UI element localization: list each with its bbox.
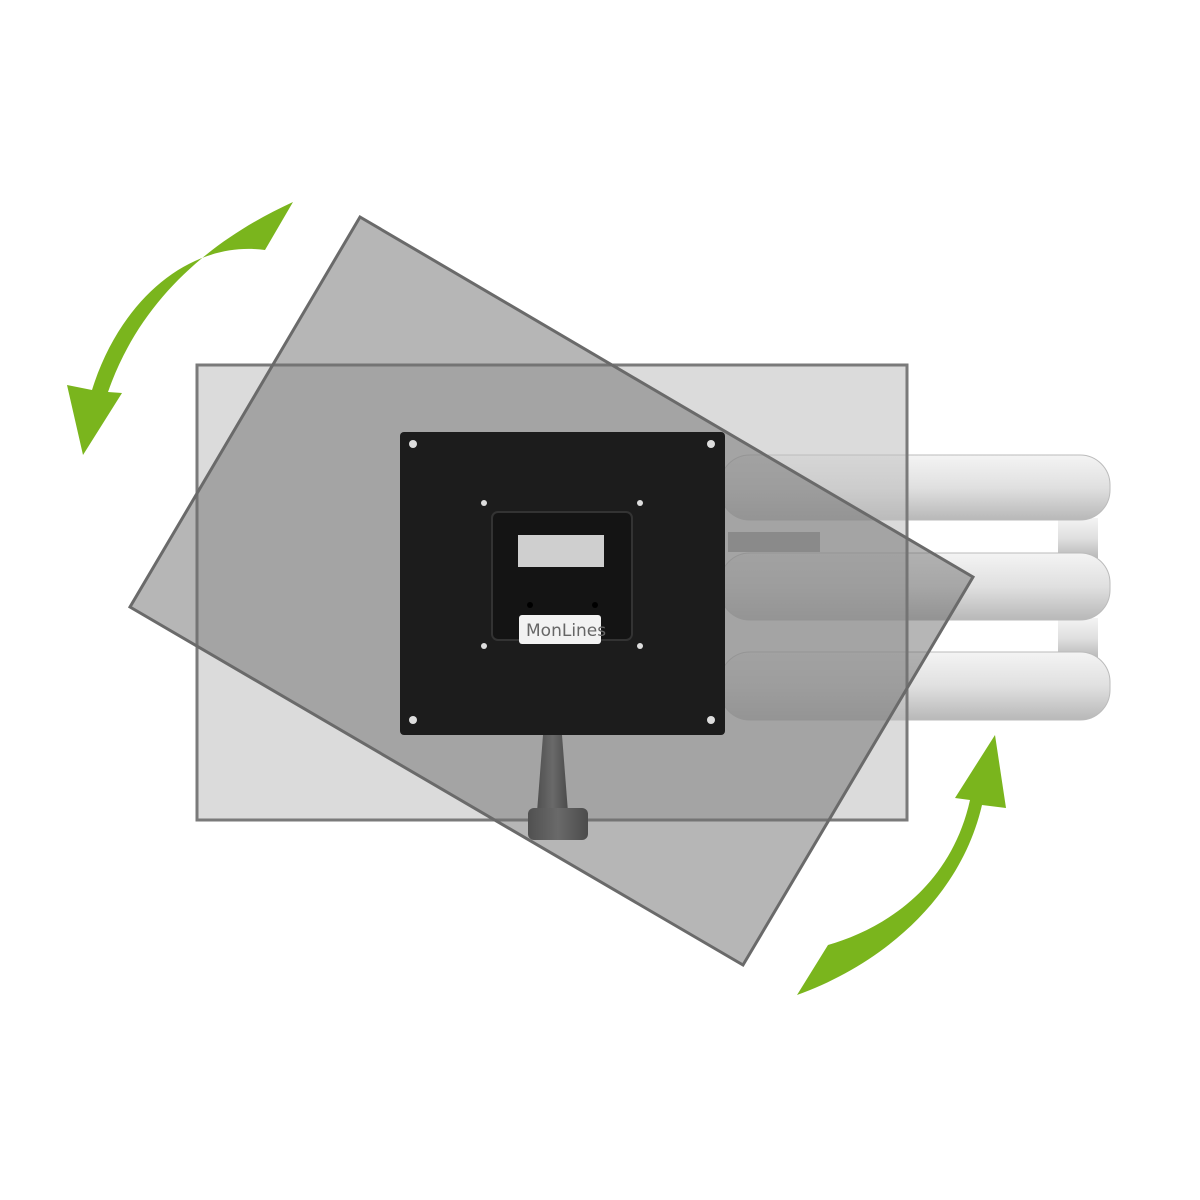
vesa-plate: MonLines <box>400 432 725 735</box>
rotate-counterclockwise-arrow-icon <box>67 202 293 455</box>
rotate-clockwise-arrow-icon <box>797 735 1006 995</box>
brand-logo <box>519 615 601 644</box>
brand-logo-text: MonLines <box>526 621 606 641</box>
